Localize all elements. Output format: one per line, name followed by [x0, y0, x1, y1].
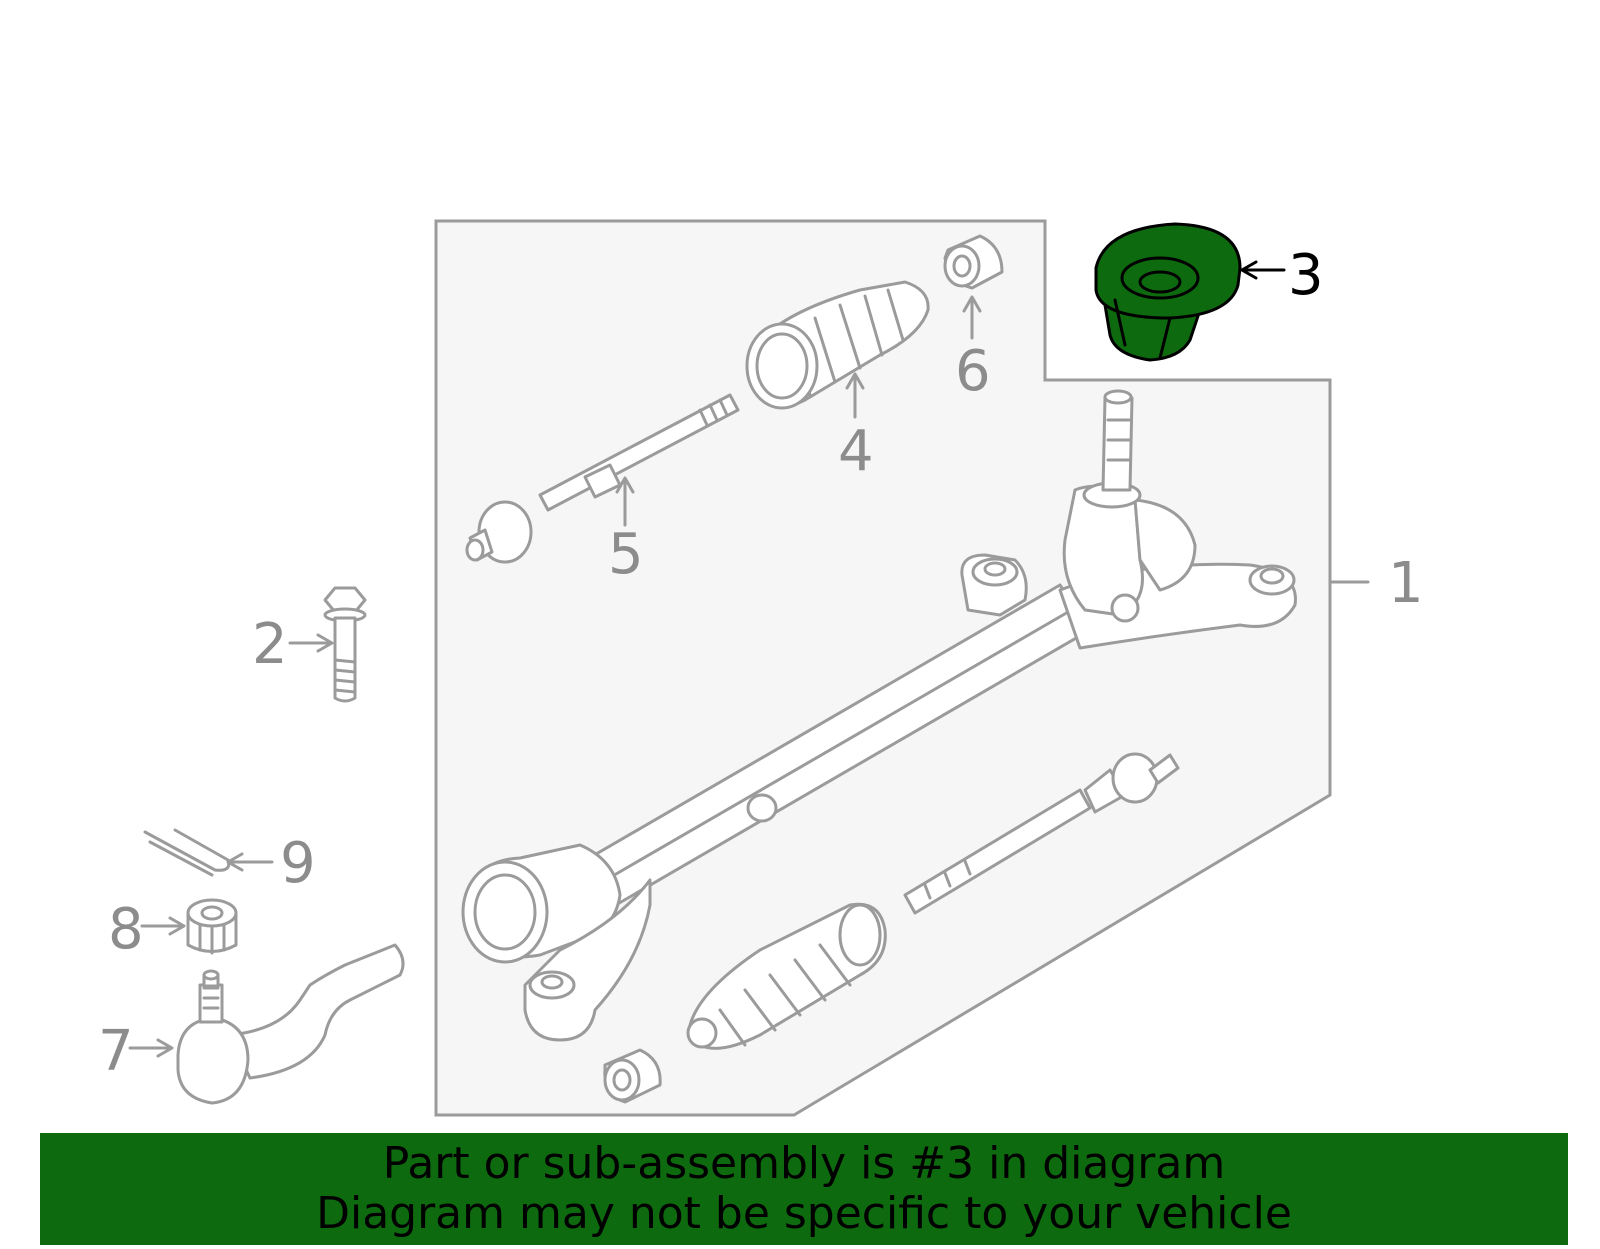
- grommet-part-3: [1094, 222, 1242, 362]
- callout-8-arrow: [140, 916, 186, 936]
- tie-rod-end-part-7: [176, 943, 405, 1105]
- info-banner: Part or sub-assembly is #3 in diagram Di…: [40, 1133, 1568, 1245]
- callout-5: 5: [608, 522, 644, 587]
- inner-tie-rod: [465, 393, 740, 564]
- callout-7: 7: [98, 1019, 134, 1084]
- bolt-part-2: [323, 586, 367, 703]
- banner-line-1: Part or sub-assembly is #3 in diagram: [382, 1138, 1226, 1189]
- cotter-pin-part-9: [143, 828, 231, 877]
- callout-8: 8: [108, 897, 144, 962]
- steering-rack-assembly: [461, 389, 1297, 1042]
- callout-2: 2: [252, 612, 288, 677]
- lower-rack-boot: [686, 902, 887, 1050]
- callout-4-arrow: [845, 372, 865, 419]
- callout-1: 1: [1388, 551, 1424, 616]
- callout-9-arrow: [226, 852, 274, 872]
- callout-6-arrow: [962, 295, 982, 340]
- castle-nut-part-8: [186, 898, 238, 955]
- rack-boot: [745, 280, 930, 410]
- banner-line-2: Diagram may not be specific to your vehi…: [316, 1188, 1292, 1239]
- bushing-6: [943, 234, 1004, 290]
- lower-mount-bushing: [603, 1048, 662, 1104]
- callout-7-arrow: [128, 1038, 174, 1058]
- lower-inner-tie-rod: [903, 752, 1180, 915]
- callout-9: 9: [280, 831, 316, 896]
- callout-2-arrow: [288, 633, 334, 653]
- callout-4: 4: [838, 419, 874, 484]
- callout-5-arrow: [615, 476, 635, 527]
- callout-6: 6: [955, 339, 991, 404]
- callout-3-arrow: [1238, 260, 1286, 280]
- callout-3: 3: [1288, 243, 1324, 308]
